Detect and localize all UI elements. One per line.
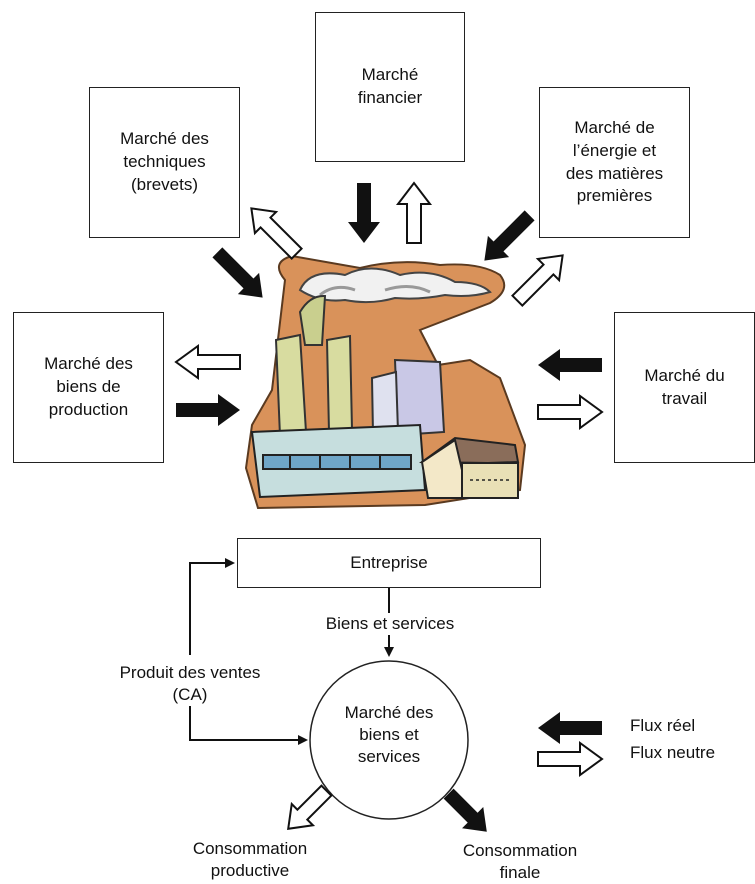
techniques-out-arrow bbox=[250, 207, 303, 260]
energy-market-label: Marché de l’énergie et des matières prem… bbox=[565, 117, 664, 206]
sales-proceeds-top-flow bbox=[189, 558, 235, 655]
legend-real-flow-label: Flux réel bbox=[630, 716, 696, 735]
productive-consumption-label: Consommation productive bbox=[192, 839, 308, 881]
labor-market-box: Marché du travail bbox=[614, 312, 755, 463]
production-goods-out-arrow bbox=[174, 344, 241, 380]
goods-services-label: Biens et services bbox=[300, 613, 480, 636]
sales-proceeds-label: Produit des ventes (CA) bbox=[95, 662, 285, 707]
production-goods-in-arrow bbox=[176, 394, 240, 426]
financial-in-arrow bbox=[348, 183, 380, 243]
techniques-market-box: Marché des techniques (brevets) bbox=[89, 87, 240, 238]
legend-neutral-flow-label: Flux neutre bbox=[630, 743, 716, 762]
production-goods-market-box: Marché des biens de production bbox=[13, 312, 164, 463]
goods-market-circle bbox=[309, 660, 469, 820]
energy-in-arrow bbox=[484, 210, 535, 261]
financial-out-arrow bbox=[395, 181, 433, 244]
legend-neutral-flow-arrow bbox=[537, 741, 604, 777]
final-consumption-label: Consommation finale bbox=[462, 841, 578, 883]
production-goods-market-label: Marché des biens de production bbox=[44, 354, 133, 419]
final-consumption-arrow bbox=[443, 788, 487, 832]
techniques-in-arrow bbox=[212, 247, 263, 298]
legend-real-flow-arrow bbox=[538, 712, 602, 744]
enterprise-box: Entreprise bbox=[237, 538, 541, 588]
labor-in-arrow bbox=[538, 349, 602, 381]
enterprise-label: Entreprise bbox=[350, 552, 428, 572]
energy-out-arrow bbox=[511, 254, 564, 307]
productive-consumption-arrow bbox=[287, 784, 333, 830]
financial-market-box: Marché financier bbox=[315, 12, 465, 162]
goods-market-label: Marché des biens et services bbox=[344, 703, 434, 767]
labor-out-arrow bbox=[537, 394, 604, 430]
labor-market-label: Marché du travail bbox=[644, 365, 725, 408]
financial-market-label: Marché financier bbox=[357, 65, 423, 107]
factory-icon bbox=[244, 254, 527, 510]
sales-proceeds-bottom-flow bbox=[189, 705, 308, 745]
energy-market-box: Marché de l’énergie et des matières prem… bbox=[539, 87, 690, 238]
techniques-market-label: Marché des techniques (brevets) bbox=[120, 129, 209, 194]
